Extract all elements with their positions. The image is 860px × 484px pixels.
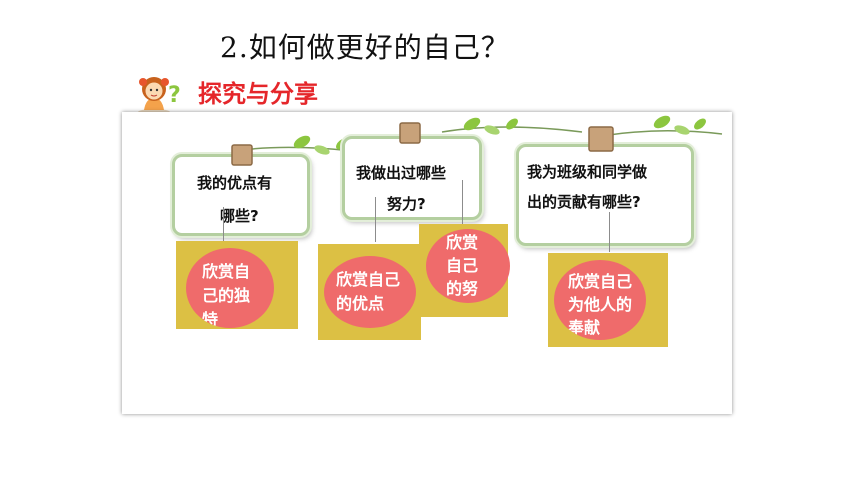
board-1-line-1: 我的优点有 [197, 174, 273, 192]
answer-circle-3: 欣赏 自己 的努 力 [426, 229, 510, 303]
content-panel: 我的优点有 哪些? 欣赏自 己的独 特 我做出过哪些 努力? 欣赏自己 的优点 … [122, 112, 732, 414]
thinking-girl-mascot-icon: ? [138, 77, 181, 115]
svg-text:?: ? [168, 83, 181, 108]
wooden-pin-icon [231, 144, 253, 166]
board-1-line-2: 哪些? [220, 207, 259, 225]
wooden-pin-icon [399, 122, 421, 144]
circle-1-line-2: 己的独 [202, 286, 251, 305]
connector-rod [462, 180, 463, 232]
circle-3-line-4: 力 [446, 302, 462, 303]
board-2-line-1: 我做出过哪些 [356, 164, 447, 182]
connector-rod [375, 197, 376, 242]
connector-rod [609, 212, 610, 252]
circle-2-line-2: 的优点 [336, 294, 385, 313]
circle-2-line-1: 欣赏自己 [336, 270, 401, 289]
answer-circle-4: 欣赏自己 为他人的 奉献 [554, 260, 646, 340]
answer-circle-2: 欣赏自己 的优点 [324, 256, 416, 328]
circle-3-line-3: 的努 [446, 279, 479, 298]
board-3-line-1: 我为班级和同学做 [527, 163, 648, 181]
board-2-line-2: 努力? [387, 195, 426, 213]
circle-1-line-3: 特 [202, 310, 219, 328]
board-3-line-2: 出的贡献有哪些? [527, 193, 641, 211]
section-heading: 探究与分享 [198, 80, 318, 108]
leaf-branch-icon [441, 117, 583, 135]
circle-3-line-2: 自己 [446, 256, 479, 275]
answer-circle-1: 欣赏自 己的独 特 [186, 248, 274, 328]
wooden-pin-icon [588, 126, 614, 152]
circle-1-line-1: 欣赏自 [202, 262, 251, 281]
circle-4-line-3: 奉献 [568, 318, 601, 337]
page-title: 2.如何做更好的自己？ [220, 31, 510, 64]
connector-rod [223, 207, 224, 242]
circle-4-line-2: 为他人的 [568, 295, 633, 314]
circle-4-line-1: 欣赏自己 [568, 272, 633, 291]
circle-3-line-1: 欣赏 [446, 233, 479, 252]
